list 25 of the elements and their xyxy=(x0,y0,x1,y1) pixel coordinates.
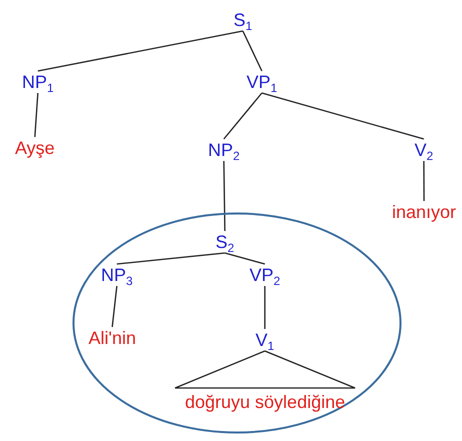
tree-branch xyxy=(112,286,118,328)
category-label: VP$_{2}$ xyxy=(250,265,280,285)
tree-branch xyxy=(38,30,243,72)
tree-branch xyxy=(223,160,226,231)
word-label: Ali'nin xyxy=(88,328,136,348)
category-label: NP$_{2}$ xyxy=(208,140,240,160)
tree-branch xyxy=(264,286,266,329)
word-label: doğruyu söylediğine xyxy=(185,392,346,412)
tree-branch xyxy=(224,252,266,265)
category-label: V$_{2}$ xyxy=(414,140,434,160)
category-label: S$_{1}$ xyxy=(234,10,252,30)
tree-branch xyxy=(223,92,262,140)
category-label: VP$_{1}$ xyxy=(246,72,278,92)
tree-branch xyxy=(262,92,424,140)
tree-branch xyxy=(423,161,425,201)
tree-branch xyxy=(116,252,225,265)
word-label: Ayşe xyxy=(15,138,55,158)
tree-branch xyxy=(34,92,38,138)
tree-branch xyxy=(242,30,262,72)
category-label: NP$_{3}$ xyxy=(101,265,133,285)
category-label: S$_{2}$ xyxy=(216,232,234,252)
roof-triangle xyxy=(174,350,356,389)
word-label: inanıyor xyxy=(392,202,456,222)
category-label: NP$_{1}$ xyxy=(22,72,54,92)
category-label: V$_{1}$ xyxy=(256,330,274,350)
